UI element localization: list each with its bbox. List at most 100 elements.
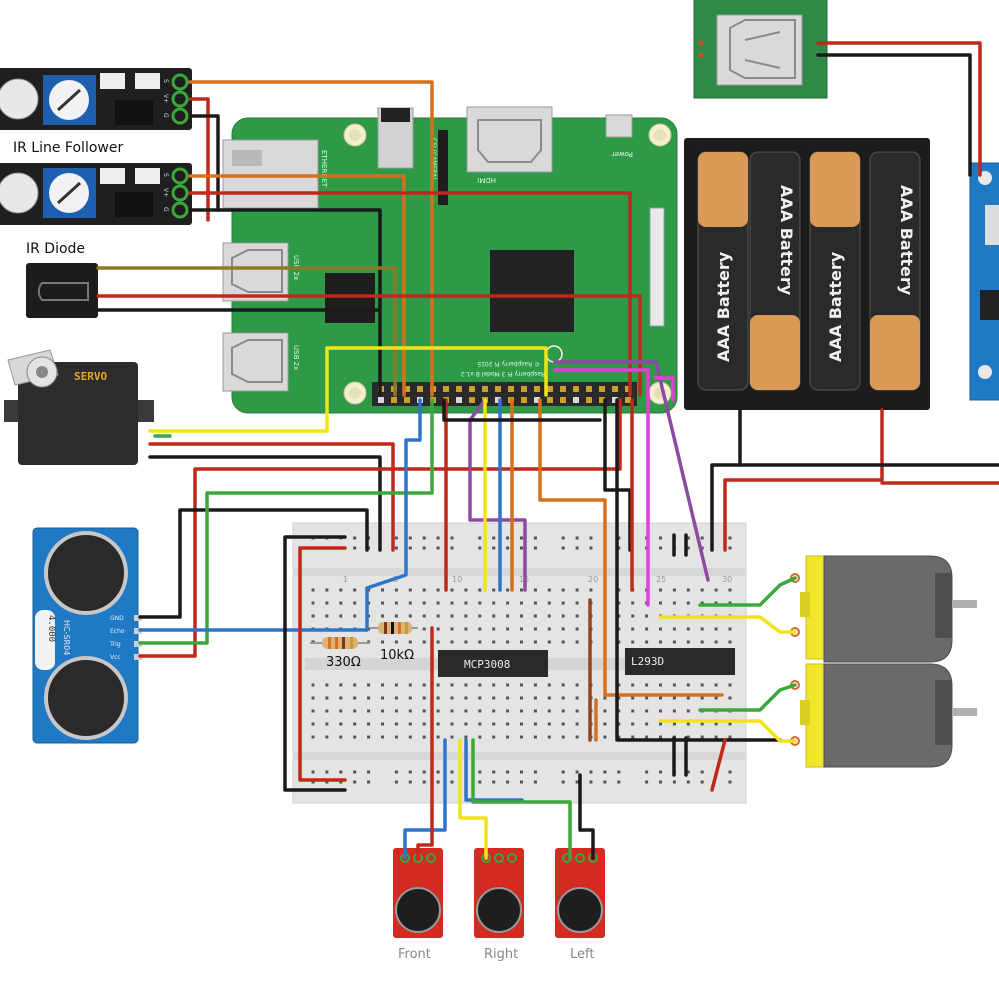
mcp3008-label: MCP3008 — [464, 658, 510, 671]
ir1-pin-s: S — [162, 79, 169, 83]
pi-copyright-label: © Raspberry Pi 2015 — [477, 360, 540, 367]
pi-usb-chip — [325, 273, 375, 323]
wire-purple-18 — [468, 398, 527, 592]
breadboard-col-25: 25 — [656, 575, 666, 584]
wire-red-1 — [188, 97, 210, 222]
pi-camera-connector — [438, 130, 448, 205]
wire-red-45 — [816, 41, 982, 177]
breadboard-col-30: 30 — [722, 575, 732, 584]
wire-blue-23 — [403, 738, 447, 860]
ir-line-follower-2: S V+ G — [0, 163, 192, 225]
wire-blue-25 — [464, 738, 524, 802]
pi-usb-label-2: USB 2x — [292, 345, 300, 370]
pi-ethernet-label: ETHERNET — [320, 150, 328, 188]
wire-black-55 — [442, 398, 602, 422]
wire-red-44 — [723, 408, 884, 552]
wire-orange-3 — [188, 174, 406, 397]
ir2-pin-s: S — [162, 173, 169, 177]
pi-model-label: Raspberry Pi 3 Model B v1.2 — [461, 370, 545, 377]
ir2-pin-g: G — [162, 207, 169, 212]
wire-black-11 — [148, 455, 382, 552]
wire-purple-30 — [553, 360, 710, 582]
servo-label: SERVO — [74, 370, 107, 383]
breadboard-col-20: 20 — [588, 575, 598, 584]
resistor-330-label: 330Ω — [326, 655, 361, 670]
wire-yellow-50 — [658, 615, 797, 634]
pi-gpio-header — [372, 382, 637, 406]
mic-front-label: Front — [398, 947, 431, 962]
ultrasonic-badge: 4.000 — [46, 615, 56, 642]
dc-motor-1 — [790, 555, 977, 663]
l293d-label: L293D — [631, 655, 664, 668]
ultrasonic-pin-echo: Echo — [110, 628, 125, 635]
battery-label-1: AAA Battery — [714, 251, 733, 362]
ir-line-follower-label: IR Line Follower — [13, 140, 123, 156]
wires — [96, 41, 999, 860]
battery-label-3: AAA Battery — [826, 251, 845, 362]
breadboard-col-10: 10 — [452, 575, 462, 584]
battery-label-2: AAA Battery — [777, 185, 796, 296]
breadboard-col-1: 1 — [343, 575, 348, 584]
wire-red-40 — [298, 546, 347, 782]
wire-green-51 — [698, 683, 797, 712]
wire-blue-16 — [138, 398, 422, 632]
ir-diode-label: IR Diode — [26, 241, 85, 257]
buck-converter-module — [969, 162, 999, 401]
ir2-pin-v: V+ — [162, 188, 169, 197]
wire-green-49 — [698, 576, 797, 607]
wire-pink-29 — [553, 368, 650, 607]
resistor-10k-label: 10kΩ — [380, 648, 414, 663]
ir-line-follower-1: S V+ G — [0, 68, 192, 130]
wire-black-43 — [710, 408, 742, 552]
ultrasonic-pin-vcc: Vcc — [110, 654, 121, 661]
wire-yellow-52 — [658, 719, 797, 743]
ultrasonic-pin-trig: Trig — [109, 641, 121, 648]
pi-hdmi-label: HDMI — [477, 176, 496, 184]
pi-power-port — [605, 114, 633, 138]
mic-right-label: Right — [484, 947, 518, 962]
wire-red-4 — [188, 191, 632, 397]
mcp3008-chip: MCP3008 — [438, 650, 548, 677]
wire-green-27 — [471, 738, 572, 860]
wire-black-46 — [816, 53, 972, 177]
wire-pink-31 — [653, 376, 675, 402]
dc-motor-2 — [790, 663, 977, 768]
resistor-10k — [370, 622, 418, 634]
wire-red-13 — [138, 398, 622, 658]
wire-red-10 — [148, 442, 395, 552]
battery-label-4: AAA Battery — [897, 185, 916, 296]
ir1-pin-g: G — [162, 113, 169, 118]
ultrasonic-model: HC-SR04 — [62, 620, 71, 655]
wire-black-28 — [578, 773, 595, 860]
pi-soc-chip — [490, 250, 574, 332]
wire-olive-6 — [96, 266, 397, 397]
wire-yellow-26 — [458, 738, 488, 860]
microphone-front — [393, 848, 443, 938]
resistor-330 — [310, 637, 370, 649]
wire-orange-0 — [188, 80, 434, 397]
servo-motor: SERVO — [4, 349, 154, 465]
ir-diode — [26, 263, 98, 318]
wire-black-39 — [283, 535, 347, 792]
wire-orange-22 — [538, 398, 724, 697]
usb-power-module — [693, 0, 828, 99]
raspberry-pi-board: ETHERNET USB 2x USB 2x HDMI Power CSI (C… — [222, 106, 678, 414]
wire-black-14 — [138, 508, 369, 619]
microphone-right — [474, 848, 524, 938]
pi-display-connector — [649, 207, 665, 327]
ultrasonic-pin-gnd: GND — [110, 615, 124, 622]
ir1-pin-v: V+ — [162, 94, 169, 103]
wire-green-15 — [138, 398, 434, 645]
pi-power-label: Power — [612, 150, 633, 158]
wire-red-24 — [416, 626, 434, 860]
wire-black-5 — [188, 208, 382, 397]
l293d-chip: L293D — [625, 648, 735, 675]
microphone-left — [555, 848, 605, 938]
wire-black-2 — [188, 114, 220, 212]
mic-left-label: Left — [570, 947, 594, 962]
wire-red-34 — [710, 738, 727, 792]
wire-yellow-9 — [148, 346, 548, 433]
